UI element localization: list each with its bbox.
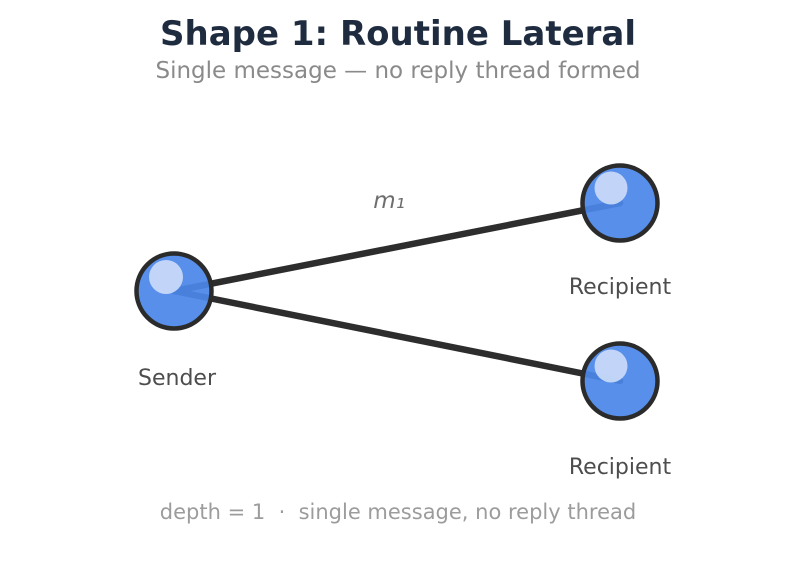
node-label-sender: Sender (138, 366, 216, 391)
node-recipient-top (580, 163, 660, 243)
edge-sender-to-recipient-bottom (170, 287, 624, 385)
recipient-top-node-highlight (594, 171, 628, 205)
figure-subtitle: Single message — no reply thread formed (155, 58, 641, 84)
node-recipient-bottom (580, 341, 660, 421)
sender-node-highlight (149, 260, 183, 294)
node-label-recipient-top: Recipient (568, 275, 672, 300)
edge-sender-to-recipient-top (170, 199, 624, 295)
node-label-recipient-bottom: Recipient (568, 455, 672, 480)
figure-title: Shape 1: Routine Lateral (160, 14, 636, 54)
node-sender (134, 251, 214, 331)
depth-caption: depth = 1 · single message, no reply thr… (159, 500, 637, 524)
recipient-bottom-node-highlight (594, 349, 628, 383)
edge-label-m1: m₁ (373, 188, 405, 214)
